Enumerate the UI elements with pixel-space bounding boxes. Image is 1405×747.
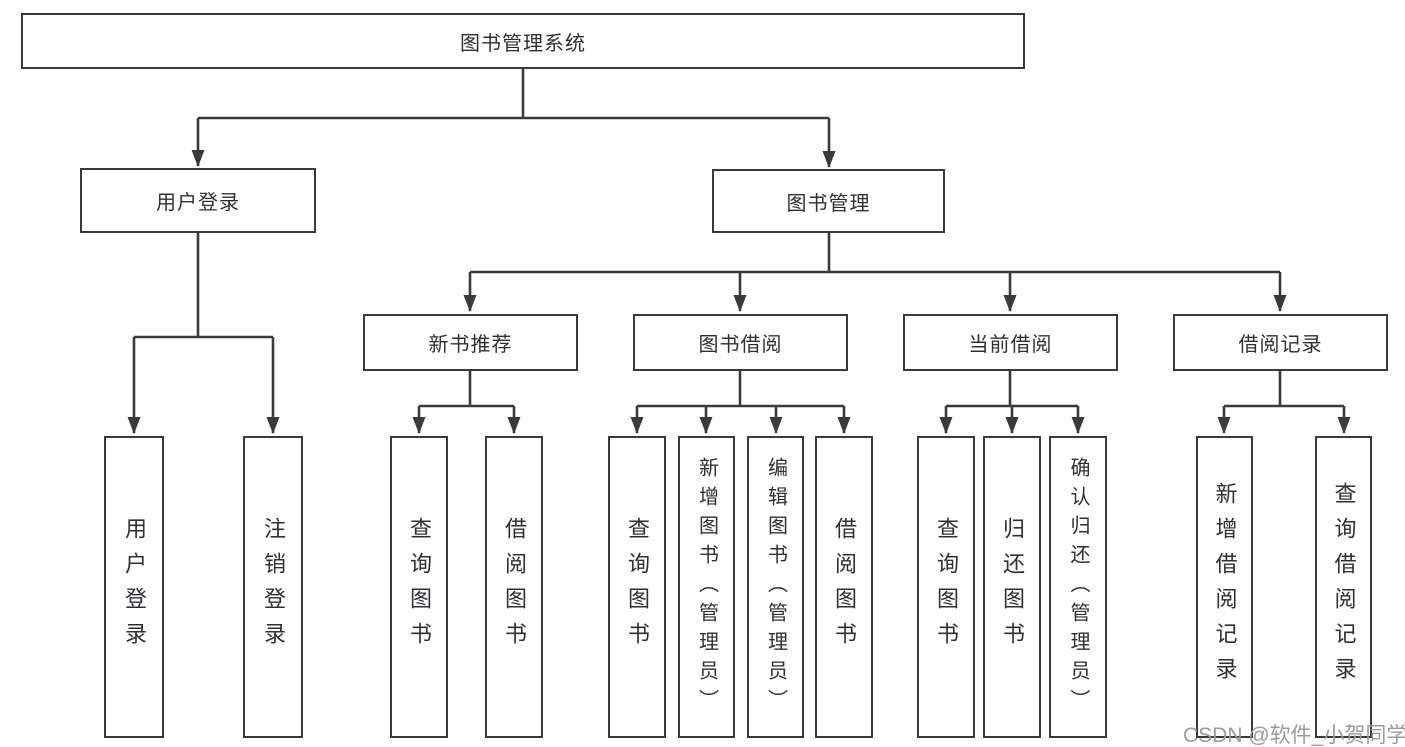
node-label: 图书管理 <box>786 192 871 215</box>
leaf-label: 注销登录 <box>261 517 286 657</box>
node-library-management-system: 图书管理系统 <box>21 13 1025 69</box>
leaf-label: 借阅图书 <box>502 517 527 657</box>
leaf-user-login: 用户登录 <box>104 436 164 738</box>
node-label: 借阅记录 <box>1238 334 1323 356</box>
node-label: 图书管理系统 <box>460 32 586 55</box>
leaf-query-borrow-record: 查询借阅记录 <box>1315 436 1372 738</box>
node-current-borrowing: 当前借阅 <box>903 314 1118 371</box>
leaf-label: 查询借阅记录 <box>1331 482 1357 692</box>
node-label: 当前借阅 <box>968 334 1053 356</box>
node-label: 新书推荐 <box>428 334 513 356</box>
leaf-query-books-recommend: 查询图书 <box>390 436 448 738</box>
leaf-query-books-borrow: 查询图书 <box>608 436 666 738</box>
node-book-management: 图书管理 <box>712 169 945 233</box>
leaf-label: 用户登录 <box>122 517 147 657</box>
leaf-label: 查询图书 <box>625 517 650 657</box>
leaf-add-books-admin: 新增图书（管理员） <box>678 436 735 738</box>
leaf-label: 归还图书 <box>1000 517 1025 657</box>
leaf-label: 查询图书 <box>934 517 959 657</box>
leaf-logout: 注销登录 <box>243 436 303 738</box>
leaf-borrow-books-recommend: 借阅图书 <box>485 436 543 738</box>
node-book-borrowing: 图书借阅 <box>633 314 848 371</box>
node-new-book-recommendation: 新书推荐 <box>363 314 578 371</box>
leaf-label: 编辑图书（管理员） <box>764 456 787 718</box>
leaf-return-books: 归还图书 <box>983 436 1041 738</box>
csdn-watermark: CSDN @软件_小贺同学 <box>1183 724 1405 747</box>
leaf-label: 新增借阅记录 <box>1212 482 1238 692</box>
leaf-label: 借阅图书 <box>832 517 857 657</box>
node-label: 图书借阅 <box>698 334 783 356</box>
leaf-edit-books-admin: 编辑图书（管理员） <box>747 436 804 738</box>
leaf-add-borrow-record: 新增借阅记录 <box>1196 436 1253 738</box>
leaf-label: 新增图书（管理员） <box>695 456 718 718</box>
leaf-confirm-return-admin: 确认归还（管理员） <box>1049 436 1107 738</box>
node-borrowing-records: 借阅记录 <box>1173 314 1388 371</box>
leaf-label: 查询图书 <box>407 517 432 657</box>
leaf-query-books-current: 查询图书 <box>917 436 975 738</box>
node-user-login: 用户登录 <box>80 168 316 233</box>
leaf-borrow-books: 借阅图书 <box>815 436 873 738</box>
node-label: 用户登录 <box>156 192 240 214</box>
leaf-label: 确认归还（管理员） <box>1067 456 1089 718</box>
